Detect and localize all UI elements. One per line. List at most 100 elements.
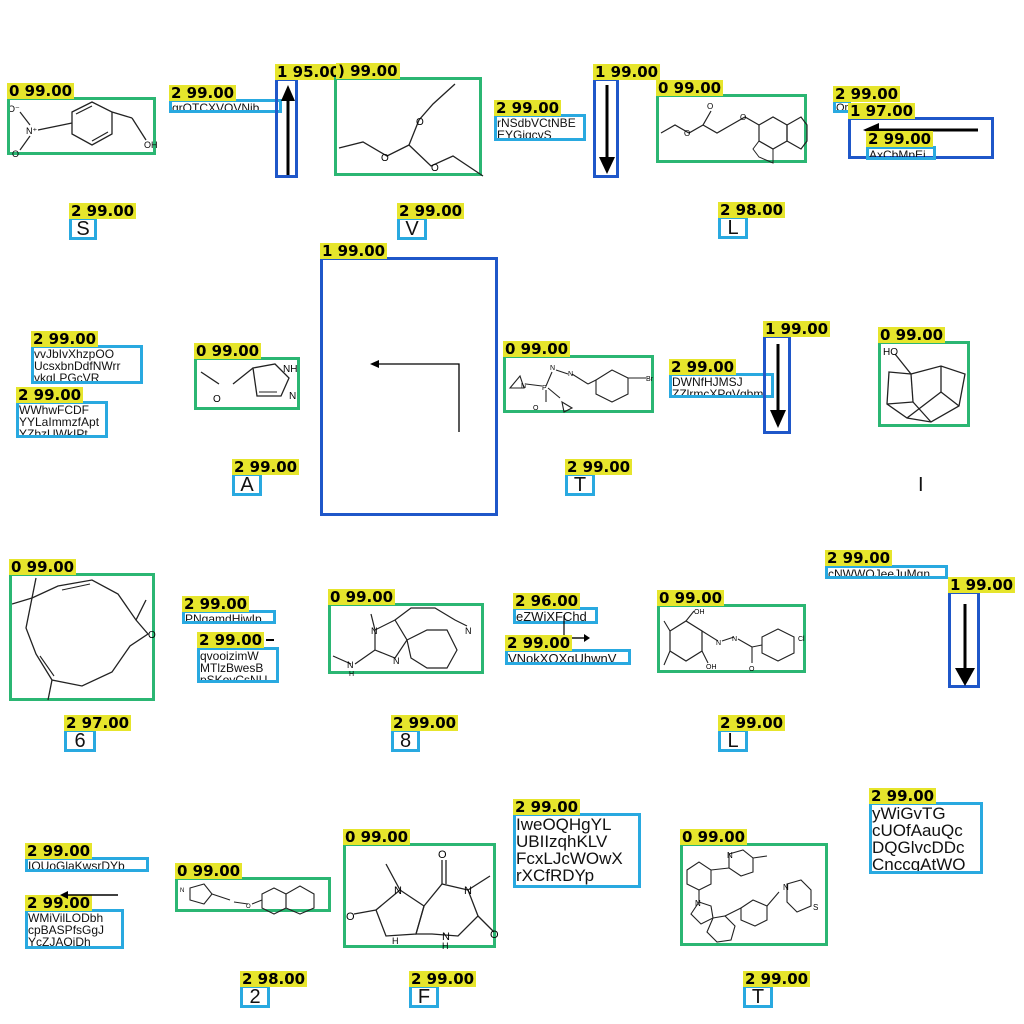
atom-label: O <box>749 666 755 673</box>
confidence-label: 0 99.00 <box>194 342 262 360</box>
atom-label: O <box>213 394 221 405</box>
text-line: pSKoyCsNU <box>200 673 268 683</box>
text-line: eZWiXFChd <box>516 609 587 624</box>
text-box[interactable]: WWhwFCDF YYLaImmzfApt YZbzUWkIPt <box>16 401 108 438</box>
molecule-box-aziridinyl-hydrazone[interactable]: N N N P O Br <box>503 355 654 413</box>
confidence-label: 2 99.00 <box>391 714 459 732</box>
text-line: ZZlrmcXPgVgbm <box>672 387 764 398</box>
atom-label: N <box>783 883 789 892</box>
atom-label: P <box>542 385 547 392</box>
down-arrow-icon <box>770 344 786 428</box>
letter-text: 2 <box>249 985 261 1008</box>
text-line: UBIIzqhKLV <box>516 832 608 851</box>
text-line: vvJbIvXhzpOO <box>34 347 115 361</box>
confidence-label: 2 99.00 <box>866 130 934 148</box>
letter-box[interactable]: T <box>743 985 773 1008</box>
text-box[interactable]: rNSdbVCtNBE EYGjqcyS <box>494 114 586 141</box>
atom-label: S <box>813 903 818 912</box>
confidence-label: 2 99.00 <box>669 358 737 376</box>
atom-label: N <box>568 371 573 378</box>
molecule-box-adamantanol[interactable]: HO <box>878 341 970 427</box>
letter-text: V <box>405 217 419 240</box>
text-line: cpBASPfsGgJ <box>28 923 105 937</box>
letter-box[interactable]: S <box>69 217 97 240</box>
atom-label: N <box>727 851 733 860</box>
molecule-box-triazolopyridine[interactable]: N N N S <box>680 843 828 946</box>
text-box[interactable]: yWiGvTG cUOfAauQc DQGlvcDDc CnccgAtWO <box>869 802 983 874</box>
arrow-box-down[interactable] <box>593 78 619 178</box>
molecule-box-hydroxybenzylidene-hydrazide[interactable]: OH OH N N O Cl <box>657 604 806 673</box>
letter-box[interactable]: 8 <box>391 729 420 752</box>
confidence-label: 2 99.00 <box>25 894 93 912</box>
molecule-structure: N N N S <box>686 849 818 943</box>
text-box[interactable]: IweOQHgYL UBIIzqhKLV FcxLJcWOwX rXCfRDYp <box>513 813 641 888</box>
molecule-box-naphthyloxy-acetate[interactable]: O O O <box>656 94 808 164</box>
letter-box[interactable]: L <box>718 216 748 239</box>
text-box[interactable]: WMiVilLODbh cpBASPfsGgJ YcZJAQjDh <box>25 909 124 949</box>
molecule-structure: O O O <box>660 102 808 164</box>
down-arrow-icon <box>599 85 615 174</box>
text-box[interactable]: AxCbMpEj <box>866 146 936 160</box>
arrow-box-down[interactable] <box>763 335 791 434</box>
confidence-label: 1 97.00 <box>848 102 916 120</box>
confidence-label: 2 99.00 <box>232 458 300 476</box>
confidence-label: 2 99.00 <box>505 634 573 652</box>
atom-label: N <box>465 626 472 636</box>
atom-label: N <box>289 391 296 402</box>
molecule-structure: N N N P O Br <box>508 365 654 413</box>
letter-text: 6 <box>74 729 86 752</box>
down-arrow-icon <box>955 604 975 686</box>
molecule-box-methylxanthine[interactable]: O O O N N N H H <box>343 843 499 951</box>
text-line: WMiVilLODbh <box>28 911 104 925</box>
molecule-box-epoxy-macrocycle[interactable]: O <box>9 573 156 701</box>
atom-label: H <box>392 936 399 946</box>
atom-label: N <box>464 885 472 897</box>
letter-text: L <box>727 729 739 752</box>
letter-text: T <box>751 985 765 1008</box>
confidence-label: 2 97.00 <box>64 714 132 732</box>
molecule-box-methoxypyrazole[interactable]: NH N O <box>194 357 300 410</box>
text-box[interactable]: DWNfHJMSJ ZZlrmcXPgVgbm <box>669 373 774 398</box>
atom-label: O <box>533 405 539 412</box>
confidence-label: 2 96.00 <box>513 592 581 610</box>
atom-label: O <box>381 153 389 164</box>
molecule-structure: O <box>12 577 156 701</box>
text-box[interactable]: cNWWQJeeJuMqn <box>825 565 948 579</box>
letter-box[interactable]: V <box>397 217 427 240</box>
confidence-label: 1 95.00 <box>275 63 343 81</box>
molecule-box-imidazopyridine[interactable]: N N N N H <box>328 603 484 677</box>
atom-label: N <box>695 899 701 908</box>
atom-label: N⁺ <box>26 126 37 136</box>
text-box[interactable]: qvooizimW MTlzBwesB pSKoyCsNU <box>197 647 279 683</box>
arrow-box-up[interactable] <box>275 78 298 178</box>
letter-box[interactable]: F <box>409 985 439 1008</box>
confidence-label: 0 99.00 <box>9 558 77 576</box>
confidence-label: 0 99.00 <box>328 588 396 606</box>
confidence-label: 2 99.00 <box>31 330 99 348</box>
text-line: IweOQHgYL <box>516 815 612 834</box>
confidence-label: 0 99.00 <box>7 82 75 100</box>
atom-label: O <box>684 129 690 138</box>
text-line: VNokXQXgUhwnV <box>508 651 617 665</box>
molecule-box-oxadiazole-biphenyl-ether[interactable]: N O <box>175 877 331 915</box>
atom-label: N <box>393 656 400 666</box>
atom-label: O <box>346 911 355 923</box>
arrow-box-down[interactable] <box>948 591 980 688</box>
letter-box[interactable]: L <box>718 729 748 752</box>
letter-text: S <box>76 217 90 240</box>
text-line: qvooizimW <box>200 649 259 663</box>
confidence-label: 2 98.00 <box>240 970 308 988</box>
molecule-structure: O⁻ N⁺ O OH <box>10 101 158 158</box>
letter-box[interactable]: T <box>565 473 595 496</box>
atom-label: N <box>442 931 450 943</box>
text-box[interactable]: vvJbIvXhzpOO UcsxbnDdfNWrr vkqLPGcVR <box>31 345 143 384</box>
molecule-box-nitrobenzyl-alcohol[interactable]: O⁻ N⁺ O OH <box>7 97 158 158</box>
atom-label: H <box>349 671 354 677</box>
letter-box[interactable]: A <box>232 473 262 496</box>
molecule-box-triethyl-orthoformate[interactable]: O O O <box>334 77 484 177</box>
confidence-label: 2 99.00 <box>565 458 633 476</box>
letter-box[interactable]: 2 <box>240 985 270 1008</box>
letter-box[interactable]: 6 <box>64 729 96 752</box>
arrow-box-elbow[interactable] <box>320 257 498 516</box>
confidence-label: 2 99.00 <box>833 85 901 103</box>
